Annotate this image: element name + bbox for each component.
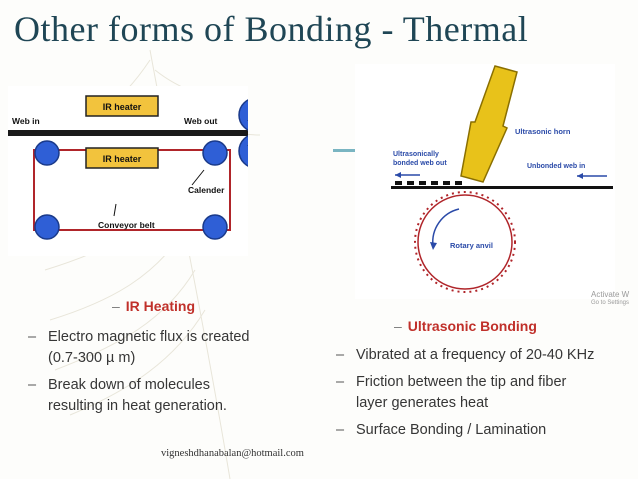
list-item-line: Electro magnetic flux is created [48, 329, 250, 345]
rotation-arrow-icon [430, 242, 437, 250]
arrow-left-icon [577, 173, 583, 179]
list-item: – Surface Bonding / Lamination [336, 420, 631, 441]
watermark-line2: Go to Settings [591, 300, 630, 306]
rotary-anvil-rim [417, 194, 513, 290]
calender-pointer [191, 169, 205, 186]
calender-label: Calender [188, 185, 225, 195]
list-item: – Friction between the tip and fiber lay… [336, 372, 631, 414]
calender-roller-bottom [238, 135, 248, 167]
web-out-label: Web out [184, 116, 218, 126]
ir-heating-section: –IR Heating – Electro magnetic flux is c… [28, 296, 288, 423]
web-line [391, 186, 613, 189]
web-in-label: Web in [12, 116, 40, 126]
ir-heading-text: IR Heating [125, 298, 196, 314]
horn-label: Ultrasonic horn [515, 127, 571, 136]
accent-line [333, 149, 357, 152]
list-item-line: Surface Bonding / Lamination [356, 422, 547, 438]
list-item-line: layer generates heat [356, 395, 489, 411]
list-item: – Break down of molecules resulting in h… [28, 375, 288, 417]
web-line [8, 130, 248, 136]
us-heading: –Ultrasonic Bonding [394, 318, 537, 334]
bullet-dash: – [336, 374, 345, 390]
slide-title: Other forms of Bonding - Thermal [14, 9, 529, 49]
bonded-label-line1: Ultrasonically [393, 151, 439, 158]
rotation-arrow-icon [432, 208, 460, 247]
bullet-dash: – [336, 422, 345, 438]
roller-bottom-left [34, 214, 60, 240]
us-heading-text: Ultrasonic Bonding [407, 318, 537, 334]
ultrasonic-diagram: Ultrasonic horn Ultrasonically bonded we… [355, 64, 615, 299]
author-email: vigneshdhanabalan@hotmail.com [161, 448, 304, 459]
bonded-label-line2: bonded web out [393, 160, 447, 167]
bullet-dash: – [28, 377, 37, 393]
list-item: – Vibrated at a frequency of 20-40 KHz [336, 345, 631, 366]
heater-bottom-label: IR heater [103, 154, 142, 164]
ultrasonic-section: –Ultrasonic Bonding – Vibrated at a freq… [336, 316, 631, 447]
arrow-left-icon [395, 172, 401, 178]
heater-top-label: IR heater [103, 102, 142, 112]
ir-heating-diagram: IR heater IR heater Web in Web out Calen… [8, 86, 248, 256]
ir-heater-top [85, 95, 159, 117]
roller-top-left [34, 140, 60, 166]
activation-watermark: Activate W Go to Settings [591, 290, 629, 308]
bullet-dash: – [28, 329, 37, 345]
roller-bottom-right [202, 214, 228, 240]
conveyor-pointer [113, 203, 117, 217]
anvil-label: Rotary anvil [450, 241, 493, 250]
unbonded-label: Unbonded web in [527, 163, 585, 170]
list-item-line: resulting in heat generation. [48, 398, 227, 414]
bonded-web-dashes [395, 181, 462, 185]
roller-top-right [202, 140, 228, 166]
watermark-line1: Activate W [591, 290, 630, 299]
list-item-line: (0.7-300 µ m) [48, 350, 136, 366]
list-item-line: Vibrated at a frequency of 20-40 KHz [356, 347, 595, 363]
ir-heading: –IR Heating [112, 298, 196, 314]
ir-heater-bottom [85, 147, 159, 169]
calender-roller-top [238, 99, 248, 131]
rotary-anvil [414, 191, 516, 293]
list-item-line: Friction between the tip and fiber [356, 374, 567, 390]
list-item-line: Break down of molecules [48, 377, 210, 393]
ultrasonic-horn [460, 65, 518, 183]
list-item: – Electro magnetic flux is created (0.7-… [28, 327, 288, 369]
conveyor-label: Conveyor belt [98, 220, 155, 230]
bullet-dash: – [336, 347, 345, 363]
